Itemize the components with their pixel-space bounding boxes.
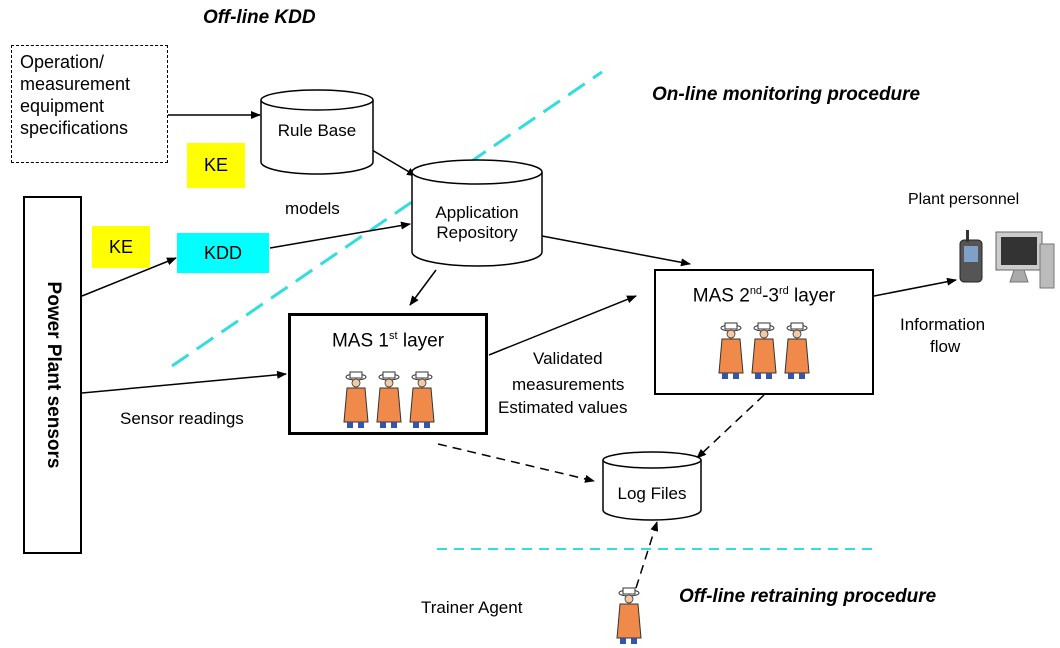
mas-first-layer-title: MAS 1st layer	[331, 330, 445, 352]
mas-first-layer-box: MAS 1st layer	[288, 313, 488, 435]
application-repository-cylinder	[411, 159, 543, 267]
agent-group-icon	[343, 371, 435, 429]
ke-tag-top: KE	[187, 143, 245, 188]
information-label: Information	[900, 315, 986, 334]
rule-base-label: Rule Base	[277, 121, 357, 140]
arrow-repo-to-mas23	[541, 235, 691, 267]
plant-personnel-label: Plant personnel	[908, 191, 1020, 208]
measurements-label: measurements	[512, 375, 625, 394]
flow-label: flow	[930, 337, 961, 356]
arrow-rulebase-to-repo	[371, 149, 417, 177]
arrow-mas1-to-logfiles	[437, 443, 595, 483]
online-offline-divider	[171, 70, 603, 368]
application-repository-label: Application Repository	[435, 203, 519, 243]
arrow-sensors-to-kdd	[81, 257, 177, 297]
arrow-trainer-to-logfiles	[635, 521, 659, 589]
agent-group-icon	[718, 322, 810, 380]
log-files-label: Log Files	[617, 484, 687, 503]
rule-base-cylinder	[260, 89, 374, 175]
power-plant-sensors-label: Power Plant sensors	[42, 281, 64, 469]
arrow-mas23-to-logfiles	[696, 394, 765, 459]
arrow-mas23-to-personnel	[873, 277, 957, 297]
specifications-box: Operation/ measurement equipment specifi…	[11, 45, 168, 163]
arrow-sensors-to-mas1	[81, 370, 287, 394]
arrow-mas1-to-mas23	[488, 295, 637, 356]
estimated-values-label: Estimated values	[498, 398, 628, 417]
pda-and-computer-icon	[959, 230, 1055, 289]
power-plant-sensors-box: Power Plant sensors	[23, 196, 82, 554]
log-files-cylinder	[602, 451, 702, 521]
mas-second-third-layer-title: MAS 2nd-3rd layer	[692, 285, 836, 307]
trainer-agent-label: Trainer Agent	[421, 598, 523, 617]
sensor-readings-label: Sensor readings	[120, 409, 244, 428]
offline-retraining-title: Off-line retraining procedure	[679, 586, 937, 607]
models-label: models	[285, 199, 340, 218]
specifications-text: Operation/ measurement equipment specifi…	[20, 52, 131, 138]
mas-second-third-layer-box: MAS 2nd-3rd layer	[654, 269, 874, 395]
kdd-box: KDD	[177, 233, 269, 273]
ke-tag-left: KE	[92, 226, 150, 268]
trainer-agent-icon	[616, 587, 642, 645]
online-monitoring-title: On-line monitoring procedure	[652, 84, 921, 105]
arrow-kdd-to-repo	[269, 221, 411, 249]
validated-label: Validated	[533, 349, 603, 368]
arrow-repo-to-mas1	[409, 269, 437, 306]
offline-kdd-title: Off-line KDD	[203, 7, 316, 28]
